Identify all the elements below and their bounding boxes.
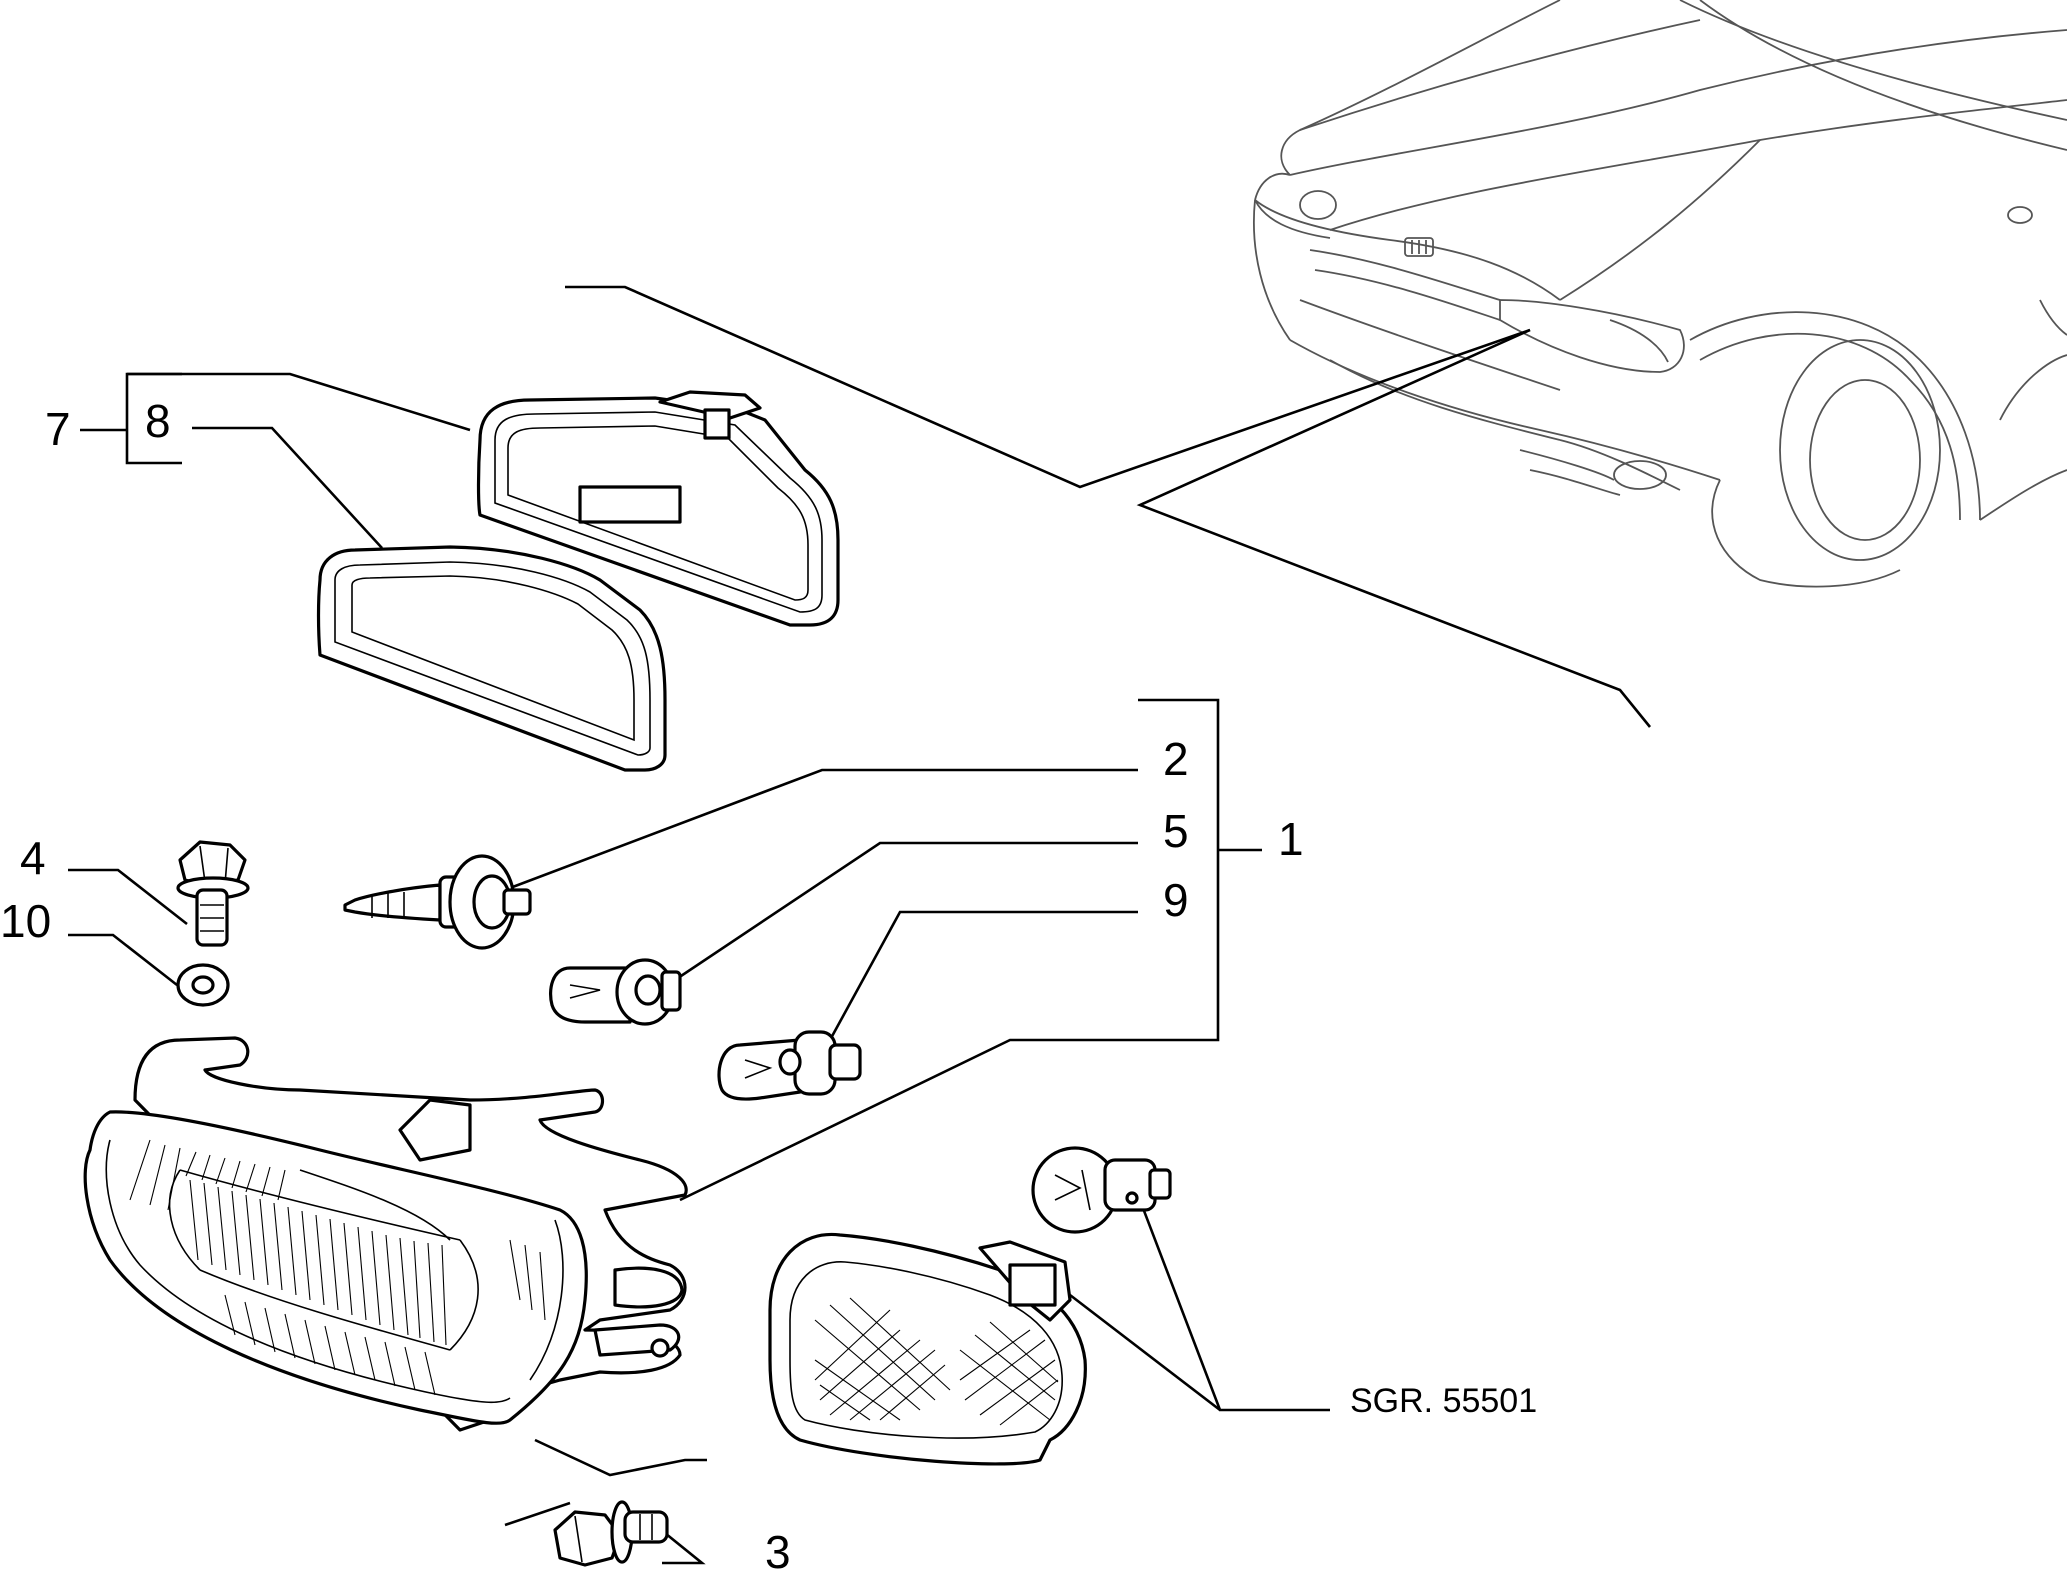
- indicator-bulb: [1031, 1146, 1172, 1234]
- callout-2: 2: [1163, 733, 1189, 785]
- callout-labels: 7 8 2 5 1 9 4 10 3 SGR. 55501: [0, 395, 1537, 1577]
- callout-4: 4: [20, 832, 46, 884]
- flange-screw: [176, 840, 250, 947]
- callout-1: 1: [1278, 813, 1304, 865]
- callout-5: 5: [1163, 805, 1189, 857]
- wedge-bulb: [548, 958, 682, 1026]
- bayonet-bulb: [717, 1030, 862, 1101]
- washer: [176, 963, 230, 1007]
- headlamp-cover: [476, 390, 840, 627]
- callout-8: 8: [145, 395, 171, 447]
- direction-indicator-lamp: [768, 1232, 1087, 1466]
- vehicle-front-illustration: [1252, 0, 2067, 588]
- leader-lines: [68, 285, 1652, 1565]
- callout-7: 7: [45, 403, 71, 455]
- reference-sgr: SGR. 55501: [1350, 1382, 1537, 1420]
- callout-3: 3: [765, 1526, 791, 1577]
- cover-gasket: [316, 545, 667, 772]
- headlamp-assembly: [83, 1036, 688, 1432]
- callout-9: 9: [1163, 874, 1189, 926]
- halogen-bulb: [343, 854, 532, 950]
- callout-10: 10: [0, 895, 51, 947]
- flange-bolt: [553, 1500, 669, 1567]
